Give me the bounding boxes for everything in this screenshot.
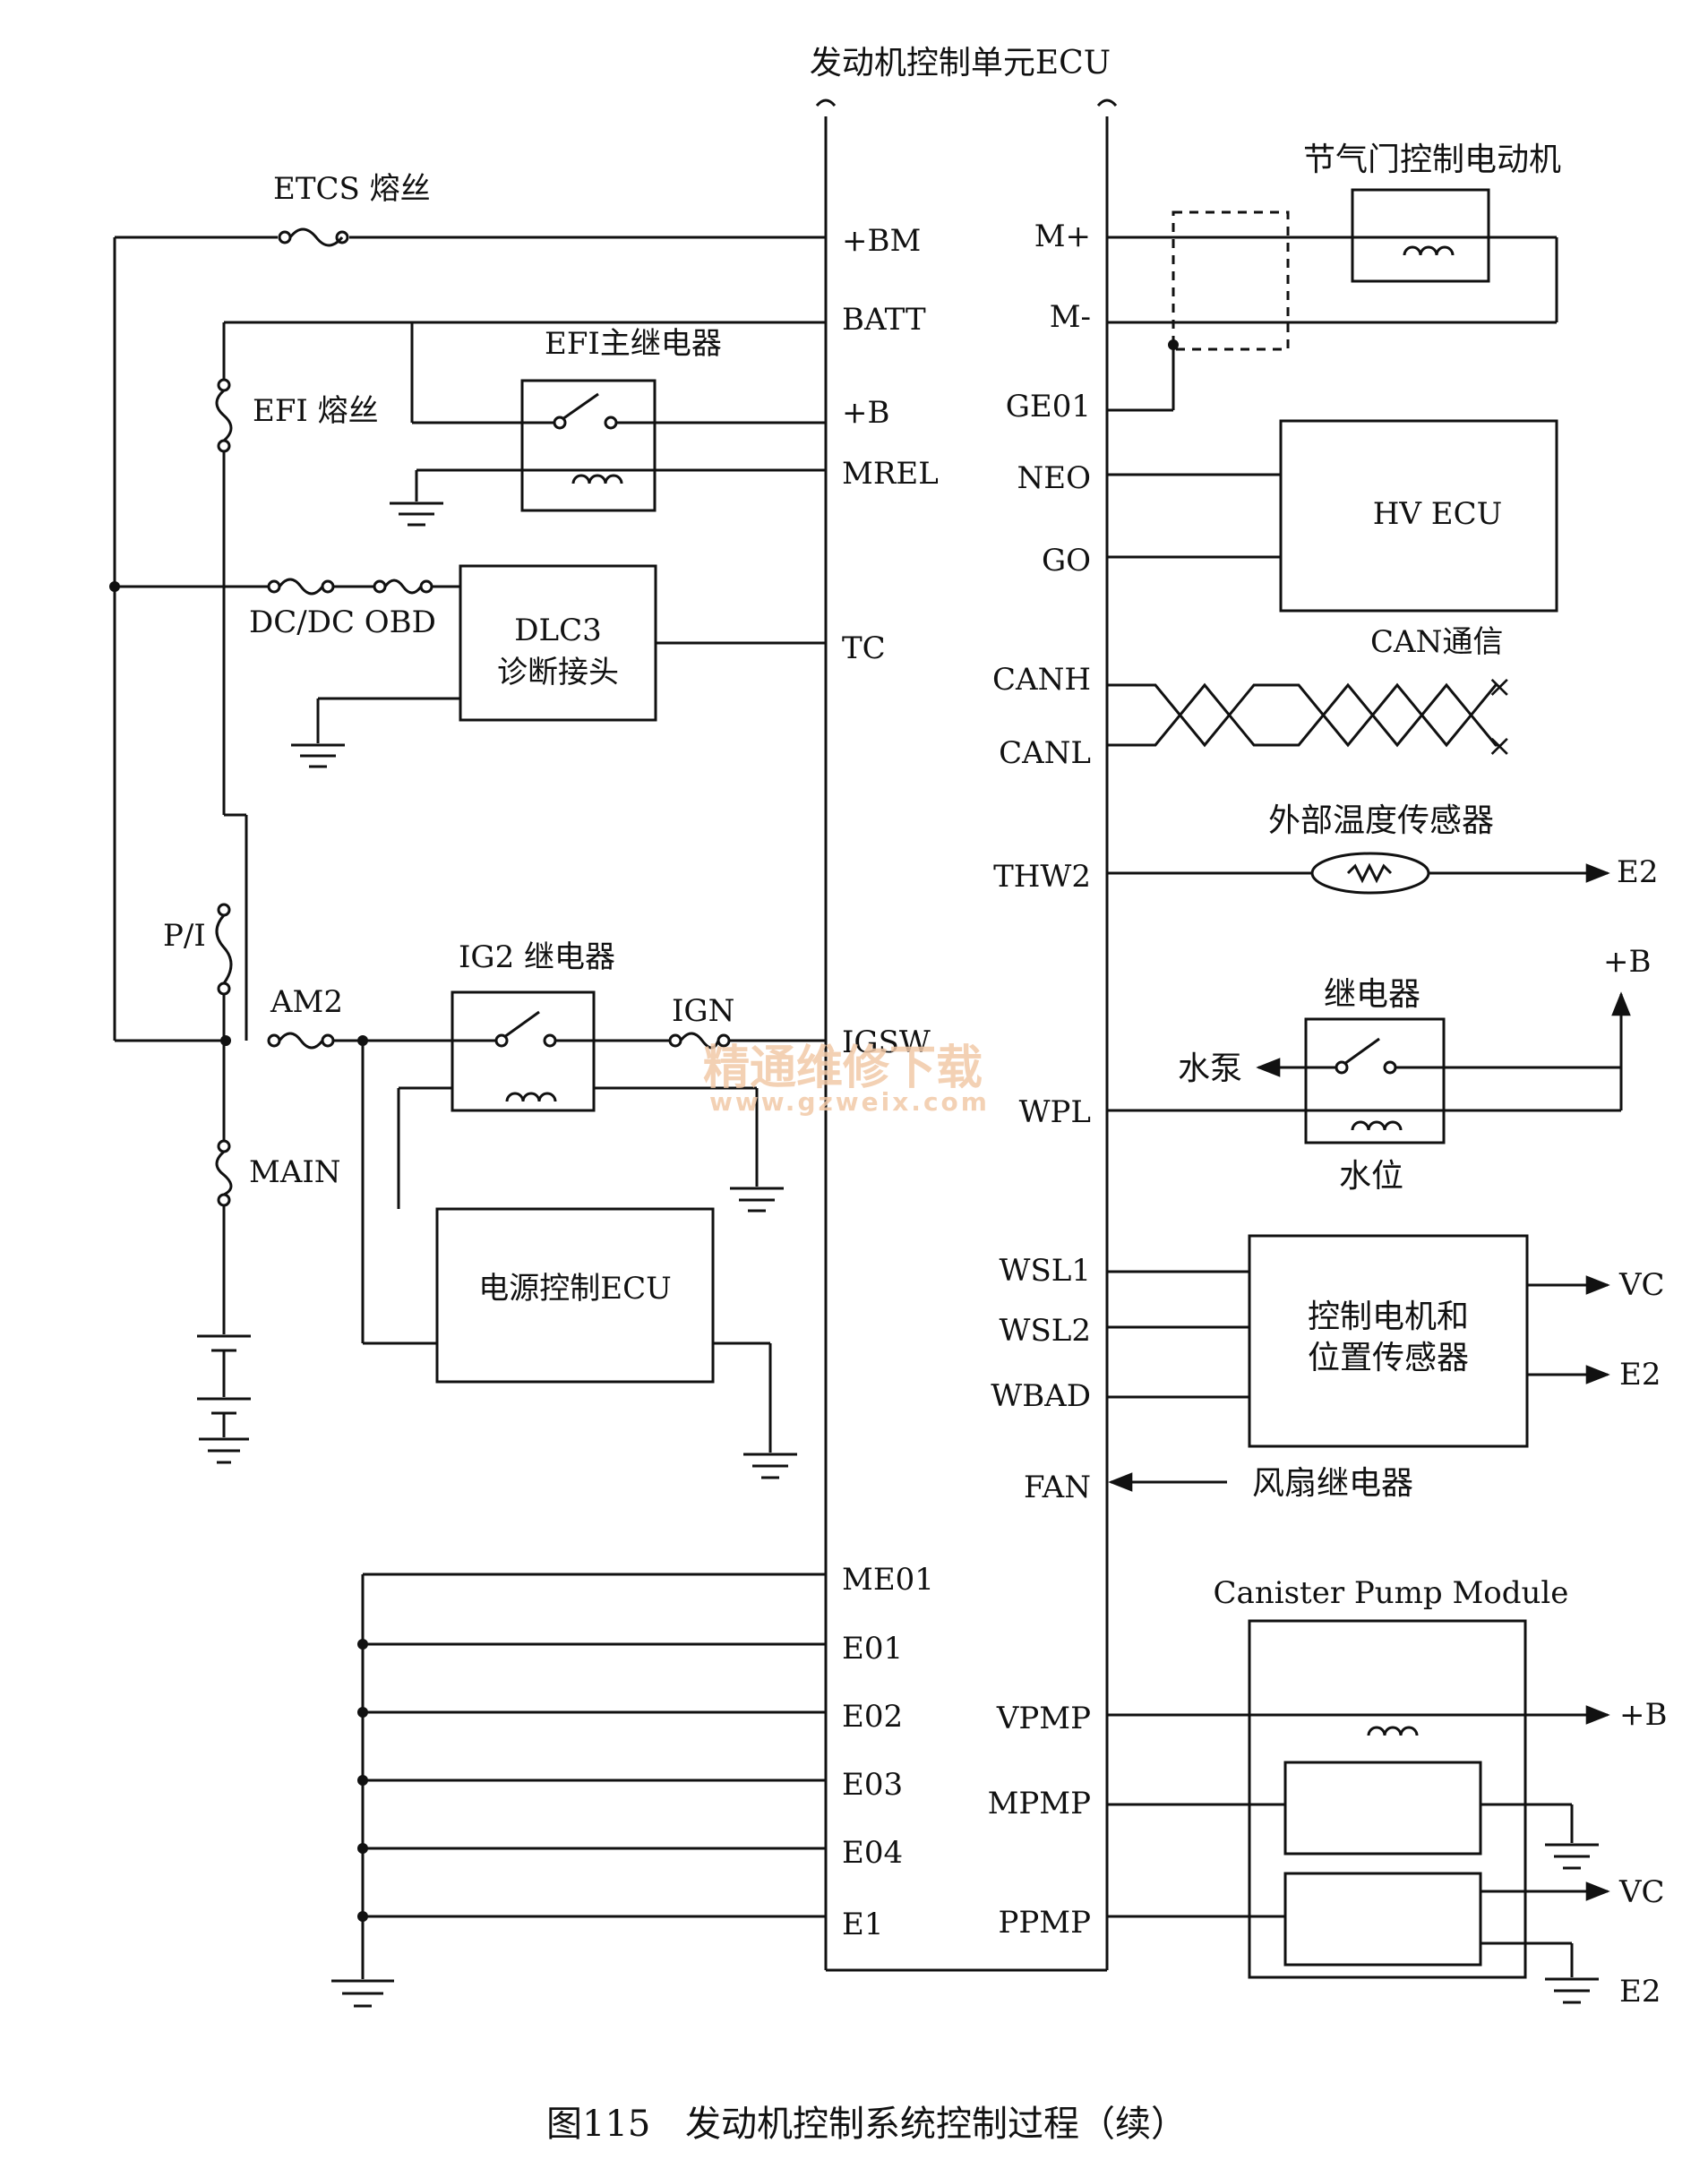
dcdc-obd-label: DC/DC OBD bbox=[249, 604, 436, 640]
pin-wbad: WBAD bbox=[991, 1378, 1091, 1414]
caption-fig: 图115 bbox=[546, 2104, 650, 2145]
pin-e03: E03 bbox=[842, 1767, 903, 1803]
pi-fuse: P/I bbox=[163, 903, 233, 996]
water-pump-label: 水泵 bbox=[1178, 1050, 1242, 1087]
pin-wsl2: WSL2 bbox=[1000, 1313, 1091, 1349]
main-label: MAIN bbox=[249, 1154, 341, 1190]
can-terminator: × bbox=[1487, 728, 1513, 764]
ext-temp-label: 外部温度传感器 bbox=[1268, 802, 1494, 839]
throttle-motor-label: 节气门控制电动机 bbox=[1303, 141, 1561, 178]
fan-relay-label: 风扇继电器 bbox=[1252, 1465, 1413, 1502]
pin-tc: TC bbox=[842, 630, 886, 666]
etcs-fuse: ETCS 熔丝 bbox=[273, 171, 431, 247]
can-terminator: × bbox=[1487, 669, 1513, 705]
main-fuse: MAIN bbox=[215, 1139, 341, 1207]
vc-label: VC bbox=[1618, 1267, 1665, 1303]
ig2-relay-label: IG2 继电器 bbox=[459, 939, 615, 975]
fan-relay: 风扇继电器 bbox=[1108, 1465, 1413, 1502]
pin-m-minus: M- bbox=[1050, 299, 1091, 335]
hv-ecu: HV ECU CAN通信 bbox=[1107, 419, 1558, 660]
pin-neo: NEO bbox=[1017, 460, 1091, 496]
power-ecu-label: 电源控制ECU bbox=[478, 1271, 672, 1307]
pin-bm: +BM bbox=[842, 223, 921, 259]
watermark-line2: www.gzweix.com bbox=[709, 1087, 990, 1117]
junction-dot bbox=[220, 1035, 231, 1046]
left-bus-wiring bbox=[109, 236, 826, 1334]
pin-e02: E02 bbox=[842, 1699, 903, 1735]
dlc3-line2: 诊断接头 bbox=[497, 655, 619, 690]
am2-fuse: AM2 bbox=[267, 984, 452, 1050]
water-pump-relay: 继电器 +B 水泵 水位 bbox=[1107, 944, 1651, 1195]
battery-symbol bbox=[197, 1334, 251, 1464]
watermark-line1: 精通维修下载 bbox=[703, 1041, 983, 1095]
pin-canh: CANH bbox=[992, 662, 1091, 698]
pin-mrel: MREL bbox=[842, 456, 939, 492]
efi-fuse: EFI 熔丝 bbox=[215, 378, 379, 453]
am2-label: AM2 bbox=[270, 984, 343, 1020]
ecu-left-pins: +BM BATT +B MREL TC IGSW ME01 E01 E02 E0… bbox=[842, 223, 939, 1942]
can-comm-label: CAN通信 bbox=[1370, 624, 1503, 660]
pin-e04: E04 bbox=[842, 1835, 903, 1871]
throttle-control-motor: 节气门控制电动机 bbox=[1107, 141, 1561, 412]
pin-ppmp: PPMP bbox=[999, 1905, 1091, 1941]
pin-e1: E1 bbox=[842, 1907, 883, 1942]
ecu-title: 发动机控制单元ECU bbox=[810, 45, 1111, 81]
hv-ecu-label: HV ECU bbox=[1373, 496, 1503, 532]
pin-batt: BATT bbox=[842, 302, 926, 338]
efi-fuse-label: EFI 熔丝 bbox=[253, 393, 379, 429]
pin-me01: ME01 bbox=[842, 1562, 934, 1598]
relay-label: 继电器 bbox=[1324, 976, 1420, 1013]
pin-m-plus: M+ bbox=[1034, 219, 1091, 254]
pin-plus-b: +B bbox=[842, 395, 889, 431]
pin-canl: CANL bbox=[999, 735, 1091, 771]
ground-bus bbox=[331, 1573, 826, 2008]
pin-wsl1: WSL1 bbox=[1000, 1253, 1091, 1289]
ig2-relay: IG2 继电器 bbox=[397, 939, 784, 1213]
ctrl-motor-line1: 控制电机和 bbox=[1308, 1299, 1469, 1335]
plus-b-label: +B bbox=[1603, 944, 1651, 980]
ign-label: IGN bbox=[672, 993, 734, 1029]
e2-label-3: E2 bbox=[1619, 1974, 1661, 2010]
water-level-label: 水位 bbox=[1339, 1158, 1403, 1195]
efi-main-relay: EFI主继电器 bbox=[390, 322, 826, 527]
shield-box bbox=[1172, 210, 1290, 351]
vc-label-2: VC bbox=[1618, 1874, 1665, 1910]
ign-fuse: IGN bbox=[668, 993, 826, 1050]
pin-mpmp: MPMP bbox=[988, 1786, 1091, 1821]
canister-pump-module: Canister Pump Module +B VC E2 bbox=[1107, 1575, 1667, 2010]
pin-go: GO bbox=[1042, 543, 1091, 579]
ecu-block: 发动机控制单元ECU bbox=[810, 45, 1118, 1972]
pin-vpmp: VPMP bbox=[996, 1701, 1091, 1736]
ecu-right-pins: M+ M- GE01 NEO GO CANH CANL THW2 WPL WSL… bbox=[988, 219, 1091, 1941]
e2-label-2: E2 bbox=[1619, 1357, 1661, 1393]
pin-wpl: WPL bbox=[1019, 1094, 1091, 1130]
power-control-ecu: 电源控制ECU bbox=[361, 1041, 797, 1479]
watermark: 精通维修下载 www.gzweix.com bbox=[703, 1041, 990, 1117]
dlc3-connector: DLC3 诊断接头 bbox=[291, 564, 826, 768]
can-bus-twisted-pair: × × bbox=[1107, 669, 1513, 764]
plus-b-label-2: +B bbox=[1619, 1697, 1667, 1733]
control-motor-position-sensor: 控制电机和 位置传感器 VC E2 bbox=[1107, 1234, 1665, 1448]
external-temp-sensor: 外部温度传感器 E2 bbox=[1107, 802, 1658, 895]
pin-e01: E01 bbox=[842, 1631, 903, 1667]
pin-ge01: GE01 bbox=[1006, 389, 1091, 424]
e2-label: E2 bbox=[1617, 854, 1658, 890]
pin-fan: FAN bbox=[1024, 1470, 1091, 1505]
pi-label: P/I bbox=[163, 918, 206, 954]
dcdc-obd-fuses: DC/DC OBD bbox=[115, 578, 460, 640]
ctrl-motor-line2: 位置传感器 bbox=[1308, 1340, 1469, 1376]
pin-igsw: IGSW bbox=[842, 1024, 931, 1060]
caption-text: 发动机控制系统控制过程（续） bbox=[685, 2104, 1187, 2145]
efi-relay-label: EFI主继电器 bbox=[545, 326, 722, 362]
canister-label: Canister Pump Module bbox=[1214, 1575, 1569, 1611]
dlc3-line1: DLC3 bbox=[514, 613, 601, 648]
etcs-fuse-label: ETCS 熔丝 bbox=[273, 171, 431, 207]
pin-thw2: THW2 bbox=[993, 859, 1091, 895]
figure-caption: 图115 发动机控制系统控制过程（续） bbox=[546, 2104, 1187, 2145]
